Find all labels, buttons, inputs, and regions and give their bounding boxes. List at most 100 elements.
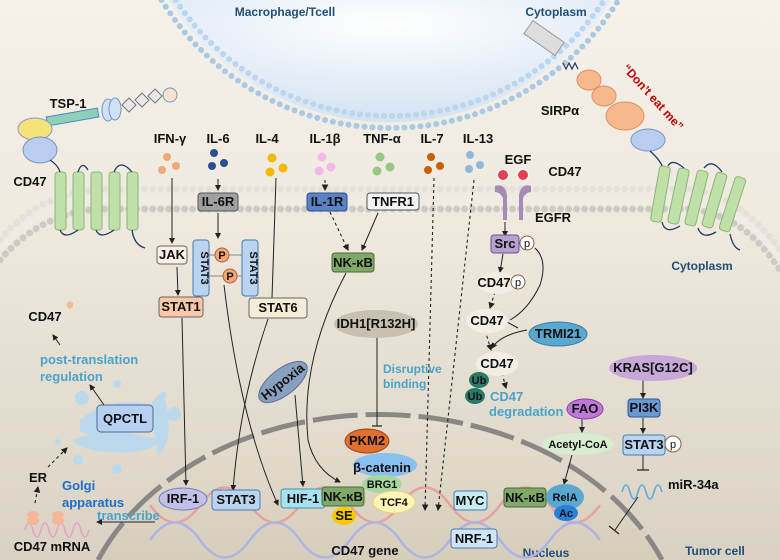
disruptive-binding-label: binding bbox=[383, 377, 426, 391]
nfkb-label: NK-κB bbox=[333, 255, 373, 270]
nuclear-factors: IRF-1 STAT3 HIF-1 NK-κB SE PKM2 β-cateni… bbox=[158, 428, 584, 549]
tcf4-label: TCF4 bbox=[380, 497, 408, 509]
tsp1-domain bbox=[17, 117, 53, 141]
il6r-label: IL-6R bbox=[202, 194, 235, 209]
pkm2-node: PKM2 bbox=[344, 428, 390, 454]
pi3k-node: PI3K bbox=[627, 398, 661, 418]
cd47-label: CD47 bbox=[470, 313, 503, 328]
phospho-label: p bbox=[670, 439, 676, 451]
jak-node: JAK bbox=[156, 245, 188, 265]
receptor-il6r: IL-6R bbox=[197, 192, 239, 212]
cd47-ig-domain bbox=[22, 136, 58, 164]
idh1-label: IDH1[R132H] bbox=[337, 316, 416, 331]
transcribe-label: transcribe bbox=[97, 508, 160, 523]
stat3-label: STAT3 bbox=[216, 492, 255, 507]
cytokine-il7: IL-7 bbox=[420, 131, 444, 174]
hif1-label: HIF-1 bbox=[287, 491, 320, 506]
myc-node: MYC bbox=[453, 490, 488, 511]
brg1-label: BRG1 bbox=[367, 479, 398, 491]
nucleus-label: Nucleus bbox=[523, 546, 570, 560]
er-label: ER bbox=[29, 470, 48, 485]
cd47-ubiquitinated: CD47 Ub Ub CD47 degradation bbox=[465, 352, 563, 419]
ac-label: Ac bbox=[559, 508, 573, 520]
beta-catenin-label: β-catenin bbox=[353, 460, 411, 475]
cytokine-ifn-gamma: IFN-γ bbox=[154, 131, 187, 174]
cytokine-label: IL-6 bbox=[206, 131, 229, 146]
tsp1-cd47-complex: TSP-1 CD47 bbox=[13, 87, 178, 249]
beta-catenin-node: β-catenin bbox=[353, 453, 417, 477]
hif1-node: HIF-1 bbox=[280, 488, 326, 509]
rela-label: RelA bbox=[552, 492, 577, 504]
sirpa-label: SIRPα bbox=[541, 103, 579, 118]
stat3-label: STAT3 bbox=[198, 251, 210, 284]
nrf1-label: NRF-1 bbox=[455, 531, 493, 546]
pathway-arrows bbox=[33, 177, 649, 535]
disruptive-binding-label: Disruptive bbox=[383, 362, 442, 376]
nrf1-node: NRF-1 bbox=[450, 528, 498, 549]
tnfr1-label: TNFR1 bbox=[372, 194, 414, 209]
src-node: Src p bbox=[490, 234, 535, 254]
cd47-mrna-label: CD47 mRNA bbox=[14, 539, 91, 554]
tsp1-label: TSP-1 bbox=[50, 96, 87, 111]
stat6-node: STAT6 bbox=[248, 297, 308, 319]
macrophage-label: Macrophage/Tcell bbox=[235, 5, 335, 19]
degradation-label: CD47 bbox=[490, 389, 523, 404]
ub-label: Ub bbox=[472, 375, 487, 387]
nfkb-cytoplasm-node: NK-κB bbox=[331, 252, 375, 273]
stat3-label: STAT3 bbox=[247, 251, 259, 284]
golgi-label: apparatus bbox=[62, 495, 124, 510]
cytokine-label: TNF-α bbox=[363, 131, 401, 146]
kras-node: KRAS[G12C] bbox=[609, 355, 697, 381]
egf-label: EGF bbox=[505, 152, 532, 167]
egf-egfr: EGF EGFR bbox=[495, 152, 572, 225]
stat1-label: STAT1 bbox=[161, 299, 200, 314]
ub-label: Ub bbox=[468, 391, 483, 403]
cd47-left-label: CD47 bbox=[13, 174, 46, 189]
fao-label: FAO bbox=[572, 401, 599, 416]
mir34a: miR-34a bbox=[621, 477, 719, 500]
cytokine-il13: IL-13 bbox=[463, 131, 493, 173]
nfkb-label: NK-κB bbox=[505, 490, 545, 505]
kras-label: KRAS[G12C] bbox=[613, 360, 692, 375]
tumor-cell-label: Tumor cell bbox=[685, 544, 745, 558]
stat1-node: STAT1 bbox=[158, 296, 204, 318]
jak-label: JAK bbox=[159, 247, 186, 262]
cytokine-label: IL-1β bbox=[309, 131, 340, 146]
cd47-label: CD47 bbox=[477, 275, 510, 290]
cytoplasm-top-label: Cytoplasm bbox=[525, 5, 586, 19]
acetyl-coa-node: Acetyl-CoA bbox=[542, 433, 614, 455]
brg1-node: BRG1 bbox=[362, 475, 402, 493]
stat3-kras-node: STAT3 p bbox=[622, 434, 682, 456]
golgi-label: Golgi bbox=[62, 478, 95, 493]
idh1-node: IDH1[R132H] Disruptive binding bbox=[334, 310, 442, 391]
degradation-label: degradation bbox=[489, 404, 563, 419]
nfkb-label: NK-κB bbox=[323, 489, 363, 504]
cytokine-label: IL-4 bbox=[255, 131, 279, 146]
cytoplasm-right-label: Cytoplasm bbox=[671, 259, 732, 273]
cytokine-tnf-alpha: TNF-α bbox=[363, 131, 401, 176]
cytokines: IFN-γ IL-6 IL-4 IL-1β TNF-α IL-7 IL-13 bbox=[154, 131, 493, 177]
cd47-phosphorylated: CD47 p bbox=[477, 272, 526, 294]
stat3-nuclear-node: STAT3 bbox=[211, 489, 261, 511]
fao-node: FAO bbox=[566, 398, 604, 420]
stat3-label: STAT3 bbox=[624, 437, 663, 452]
phospho-label: p bbox=[524, 238, 530, 250]
macrophage-cell: Macrophage/Tcell Cytoplasm bbox=[158, 0, 622, 131]
myc-label: MYC bbox=[456, 493, 486, 508]
qpctl-label: QPCTL bbox=[103, 411, 147, 426]
nfkb-rela-node: NK-κB RelA Ac bbox=[503, 484, 584, 521]
phospho-label: P bbox=[226, 271, 233, 283]
trim21-node: TRMI21 bbox=[528, 321, 588, 347]
receptor-tnfr1: TNFR1 bbox=[366, 192, 420, 211]
cd47-golgi-label: CD47 bbox=[28, 309, 61, 324]
receptor-il1r: IL-1R bbox=[306, 192, 348, 212]
nfkb-nuclear-node: NK-κB SE bbox=[321, 486, 365, 525]
irf1-node: IRF-1 bbox=[158, 487, 208, 511]
cd47-gene-label: CD47 gene bbox=[331, 543, 398, 558]
cd47-mid: CD47 bbox=[466, 309, 508, 333]
cytokine-label: IFN-γ bbox=[154, 131, 187, 146]
cytokine-label: IL-7 bbox=[420, 131, 443, 146]
cytokine-il6: IL-6 bbox=[206, 131, 230, 170]
cytokine-il4: IL-4 bbox=[255, 131, 288, 177]
